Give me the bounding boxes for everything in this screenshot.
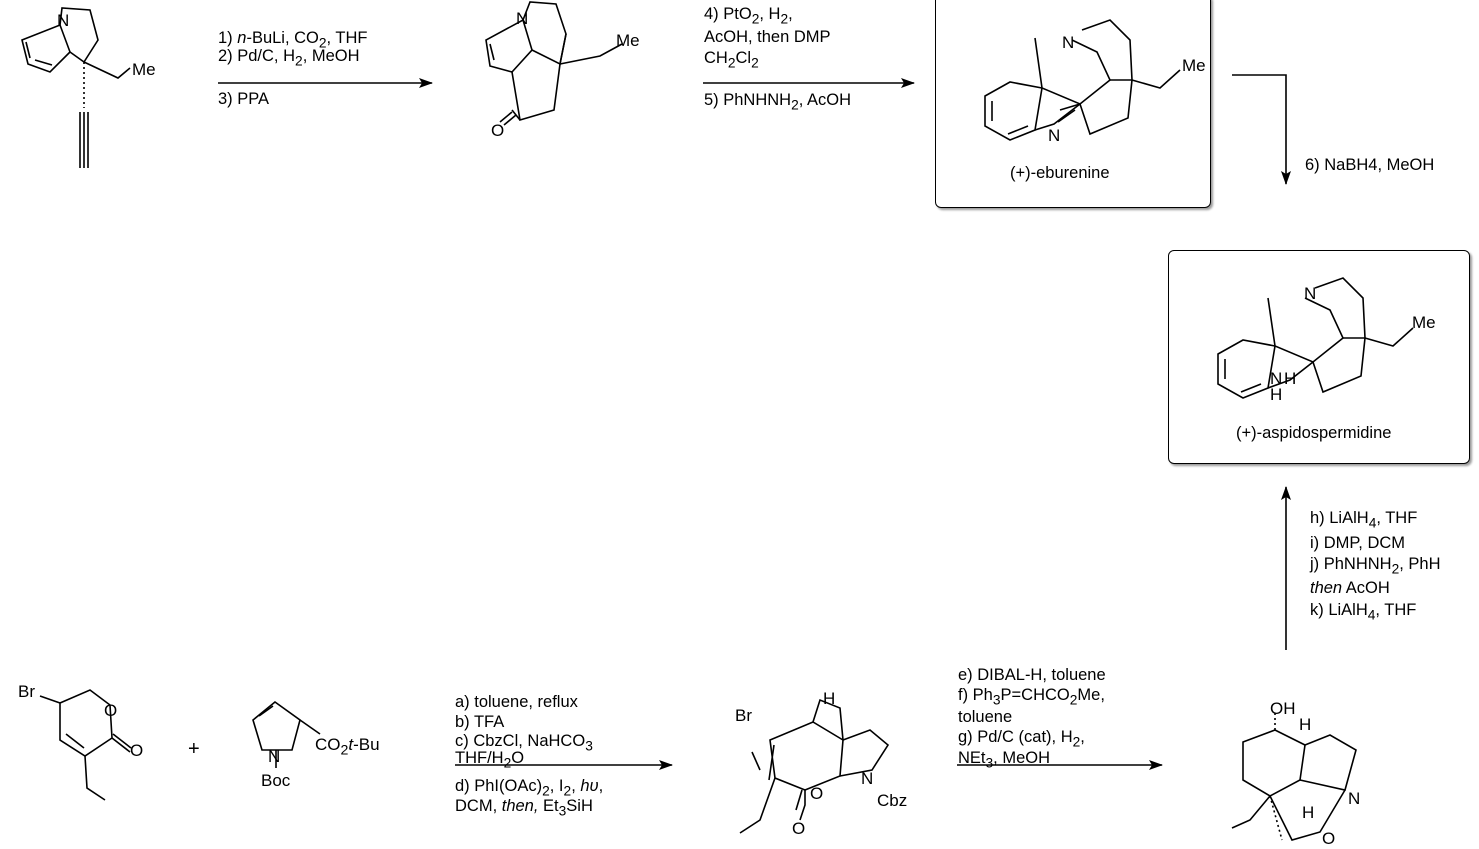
atom-co2tbu: CO2t-Bu	[315, 735, 380, 759]
eburenine-name: (+)-eburenine	[1010, 164, 1110, 182]
atom-h1-lactam: H	[1299, 715, 1312, 734]
atom-h-lactone: H	[823, 689, 836, 708]
step6-g: g) Pd/C (cat), H2,	[958, 728, 1085, 750]
atom-oh-lactam: OH	[1270, 699, 1296, 718]
step4-i: i) DMP, DCM	[1310, 534, 1406, 552]
atom-cbz: Cbz	[877, 791, 908, 810]
atom-n-lactone: N	[861, 769, 874, 788]
atom-h2-aspido: H	[1270, 385, 1283, 404]
structure-tricyclic-ketone	[485, 1, 623, 126]
step1-line1: 1) n-BuLi, CO2, THF	[218, 29, 368, 51]
structure-bicyclic-lactone	[739, 698, 890, 834]
step6-f2: toluene	[958, 708, 1013, 726]
atom-o1-lactone: O	[810, 784, 824, 803]
structure-indolizine-alkyne	[21, 7, 131, 168]
atom-n-pyrroline: N	[268, 747, 281, 766]
atom-o-ring-pyrone: O	[104, 701, 118, 720]
atom-n-eburenine: N	[1062, 33, 1075, 52]
eburenine-box	[935, 0, 1211, 208]
structure-eburenine	[984, 19, 1181, 141]
atom-me-c2: Me	[616, 31, 640, 50]
step1-line2: 2) Pd/C, H2, MeOH	[218, 47, 360, 69]
arrow-step3	[1232, 74, 1291, 185]
aspidospermidine-name: (+)-aspidospermidine	[1236, 424, 1392, 442]
atom-me-c1: Me	[132, 60, 156, 79]
aspidospermidine-box	[1168, 250, 1470, 464]
step6-e: e) DIBAL-H, toluene	[958, 666, 1106, 684]
step5-d: d) PhI(OAc)2, I2, hυ,	[455, 777, 604, 799]
step5-d2: DCM, then, Et3SiH	[455, 797, 593, 819]
structure-dihydropyrrole	[252, 700, 321, 768]
step2-line1: 4) PtO2, H2,	[704, 5, 793, 27]
structure-hydroxy-lactam	[1231, 712, 1357, 841]
atom-h1-aspido: H	[1284, 369, 1297, 388]
step6-g2: NEt3, MeOH	[958, 749, 1051, 771]
step2-line4: 5) PhNHNH2, AcOH	[704, 91, 852, 113]
step4-k: k) LiAlH4, THF	[1310, 601, 1417, 623]
atom-o-carbonyl-pyrone: O	[130, 741, 144, 760]
step6-f: f) Ph3P=CHCO2Me,	[958, 686, 1105, 708]
structure-bromopyrone	[39, 689, 132, 801]
step5-b: b) TFA	[455, 713, 505, 731]
structure-aspidospermidine	[1217, 277, 1414, 399]
atom-n-aspido: N	[1304, 284, 1317, 303]
step1-line3: 3) PPA	[218, 90, 270, 108]
atom-o-lactam: O	[1322, 829, 1336, 848]
step2-line3: CH2Cl2	[704, 49, 759, 71]
atom-br-lactone: Br	[735, 706, 752, 725]
step4-h: h) LiAlH4, THF	[1310, 509, 1418, 531]
atom-h2-lactam: H	[1302, 803, 1315, 822]
step5-c: c) CbzCl, NaHCO3	[455, 732, 593, 754]
atom-me-aspido: Me	[1412, 313, 1436, 332]
atom-boc: Boc	[261, 771, 291, 790]
atom-n-c2: N	[516, 9, 529, 28]
step4-j: j) PhNHNH2, PhH	[1310, 555, 1441, 577]
step2-line2: AcOH, then DMP	[704, 28, 831, 46]
step5-c2: THF/H2O	[455, 749, 525, 771]
step4-then: then AcOH	[1310, 579, 1390, 597]
plus-sign: +	[188, 738, 200, 760]
atom-o2-lactone: O	[792, 819, 806, 838]
atom-me-eburenine: Me	[1182, 56, 1206, 75]
atom-n-lactam: N	[1348, 789, 1361, 808]
atom-n2-eburenine: N	[1048, 126, 1061, 145]
step3-label: 6) NaBH4, MeOH	[1305, 156, 1435, 174]
atom-br-pyrone: Br	[18, 682, 35, 701]
atom-o-c2: O	[491, 121, 505, 140]
step5-a: a) toluene, reflux	[455, 693, 578, 711]
atom-nh-aspido: N	[1270, 369, 1283, 388]
atom-n-c1: N	[57, 11, 70, 30]
